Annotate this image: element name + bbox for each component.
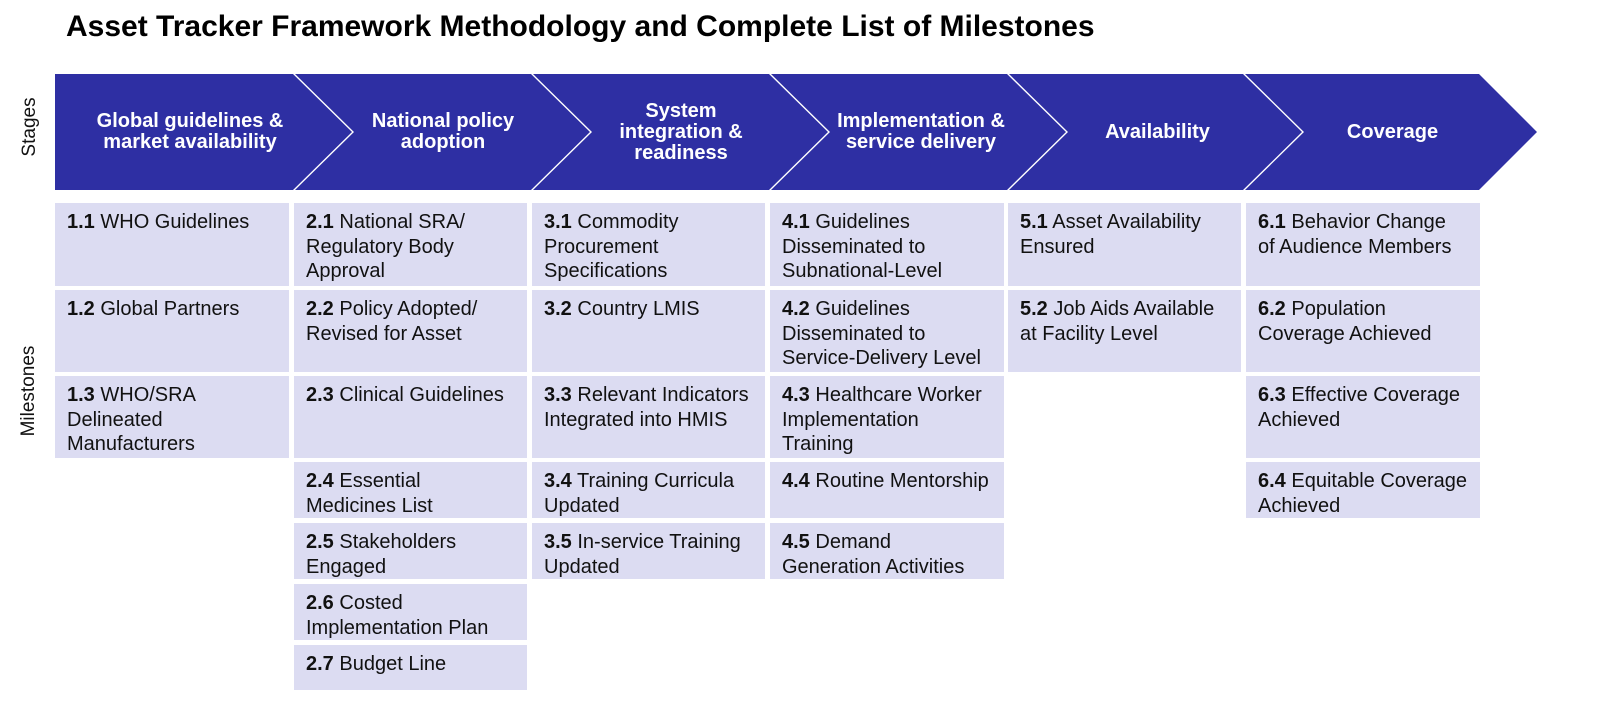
milestones-axis-label: Milestones <box>18 345 39 437</box>
milestone-6-2: 6.2 Population Coverage Achieved <box>1246 290 1480 372</box>
stage-chevron-5 <box>1009 74 1302 190</box>
stages-chevron-bar <box>55 74 1537 190</box>
page-title: Asset Tracker Framework Methodology and … <box>66 10 1095 43</box>
stage-chevron-4 <box>771 74 1066 190</box>
milestone-4-5: 4.5 Demand Generation Activities <box>770 523 1004 579</box>
milestone-6-1: 6.1 Behavior Change of Audience Members <box>1246 203 1480 286</box>
milestone-1-1: 1.1 WHO Guidelines <box>55 203 289 286</box>
milestone-2-5: 2.5 Stakeholders Engaged <box>294 523 527 579</box>
stage-label-5: Availability <box>1105 120 1210 143</box>
milestone-4-2: 4.2 Guidelines Disseminated to Service-D… <box>770 290 1004 372</box>
stage-label-6: Coverage <box>1346 120 1439 143</box>
milestone-3-5: 3.5 In-service Training Updated <box>532 523 765 579</box>
milestone-2-4: 2.4 Essential Medicines List <box>294 462 527 518</box>
stage-label-2: National policy adoption <box>371 110 515 153</box>
stage-label-3: System integration & readiness <box>619 99 743 164</box>
milestone-3-2: 3.2 Country LMIS <box>532 290 765 372</box>
milestone-1-3: 1.3 WHO/SRA Delineated Manufacturers <box>55 376 289 458</box>
milestone-1-2: 1.2 Global Partners <box>55 290 289 372</box>
stage-chevron-2 <box>295 74 590 190</box>
milestone-6-3: 6.3 Effective Coverage Achieved <box>1246 376 1480 458</box>
milestone-3-3: 3.3 Relevant Indicators Integrated into … <box>532 376 765 458</box>
milestone-4-4: 4.4 Routine Mentorship <box>770 462 1004 518</box>
milestone-4-1: 4.1 Guidelines Disseminated to Subnation… <box>770 203 1004 286</box>
milestone-3-1: 3.1 Commodity Procurement Specifications <box>532 203 765 286</box>
milestone-2-1: 2.1 National SRA/ Regulatory Body Approv… <box>294 203 527 286</box>
stage-chevron-6 <box>1245 74 1537 190</box>
milestone-6-4: 6.4 Equitable Coverage Achieved <box>1246 462 1480 518</box>
milestone-3-4: 3.4 Training Curricula Updated <box>532 462 765 518</box>
milestone-2-7: 2.7 Budget Line <box>294 645 527 690</box>
milestone-5-1: 5.1 Asset Availability Ensured <box>1008 203 1241 286</box>
milestone-2-6: 2.6 Costed Implementation Plan <box>294 584 527 640</box>
milestone-2-3: 2.3 Clinical Guidelines <box>294 376 527 458</box>
stage-label-1: Global guidelines & market availability <box>96 110 284 153</box>
milestone-4-3: 4.3 Healthcare Worker Implementation Tra… <box>770 376 1004 458</box>
stage-label-4: Implementation & service delivery <box>837 110 1005 153</box>
stage-chevron-3 <box>533 74 828 190</box>
milestone-2-2: 2.2 Policy Adopted/ Revised for Asset <box>294 290 527 372</box>
stage-chevron-1 <box>55 74 352 190</box>
milestone-5-2: 5.2 Job Aids Available at Facility Level <box>1008 290 1241 372</box>
